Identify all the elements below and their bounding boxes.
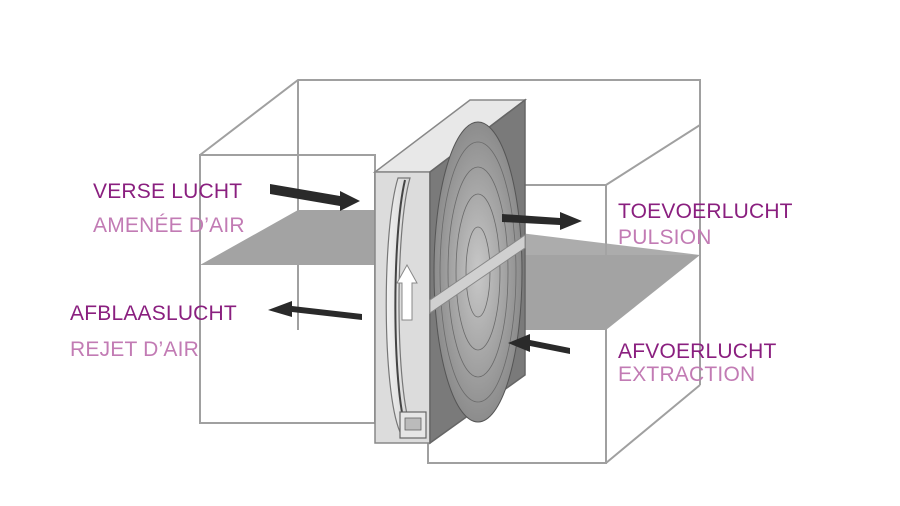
divider-plate-right-back — [520, 233, 700, 255]
label-supply-air-fr: PULSION — [618, 226, 712, 249]
label-exhaust-air-nl: AFBLAASLUCHT — [70, 302, 237, 325]
airflow-arrows — [268, 184, 582, 354]
label-fresh-air-fr: AMENÉE D’AIR — [93, 214, 245, 237]
arrow-exhaust-out — [268, 301, 362, 320]
rotation-arrow — [396, 263, 418, 321]
drive-motor — [399, 411, 427, 439]
label-extract-air-fr: EXTRACTION — [618, 363, 756, 386]
divider-plate-left — [200, 210, 375, 265]
label-extract-air-nl: AFVOERLUCHT — [618, 340, 777, 363]
arrow-supply-out — [502, 212, 582, 230]
arrow-extract-in — [508, 334, 570, 354]
label-fresh-air-nl: VERSE LUCHT — [93, 180, 243, 203]
rotor-wheel — [429, 121, 526, 423]
arrow-fresh-air-in — [270, 184, 360, 211]
label-exhaust-air-fr: REJET D’AIR — [70, 338, 199, 361]
label-supply-air-nl: TOEVOERLUCHT — [618, 200, 793, 223]
